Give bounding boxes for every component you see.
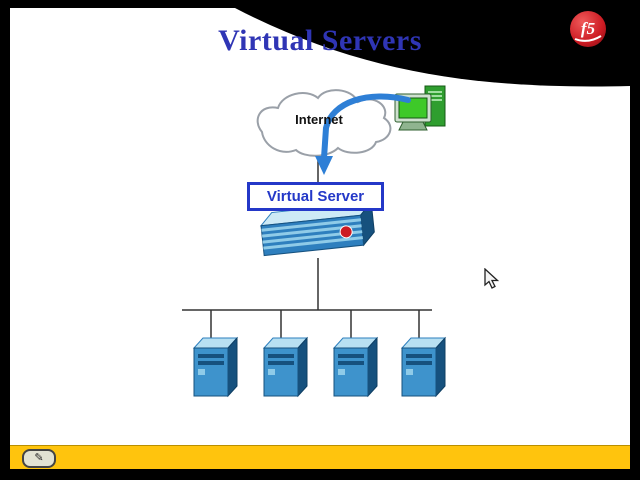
client-computer-icon (394, 85, 446, 131)
virtual-server-label: Virtual Server (266, 188, 365, 205)
server-tower-icon (193, 337, 238, 397)
internet-cloud-icon (256, 89, 392, 157)
server-tower-icon (401, 337, 446, 397)
pen-tool-button[interactable]: ✎ (22, 449, 56, 468)
pencil-icon: ✎ (34, 452, 44, 464)
bottom-bar: ✎ (10, 445, 630, 469)
mouse-cursor (484, 268, 500, 289)
network-lines (182, 150, 432, 340)
f5-logo: f5 (570, 11, 606, 47)
virtual-server-box: Virtual Server (247, 182, 384, 211)
server-tower-icon (333, 337, 378, 397)
swoosh-decoration (235, 8, 630, 87)
slide-title: Virtual Servers (218, 24, 422, 57)
network-diagram (182, 85, 446, 397)
f5-logo-text: f5 (580, 19, 596, 38)
server-tower-icon (263, 337, 308, 397)
logo-swoosh-icon (574, 35, 602, 42)
slide-canvas: Internet Virtual Server Virtual Servers … (10, 8, 630, 445)
internet-label: Internet (295, 112, 343, 127)
traffic-arrow-icon (315, 93, 411, 175)
